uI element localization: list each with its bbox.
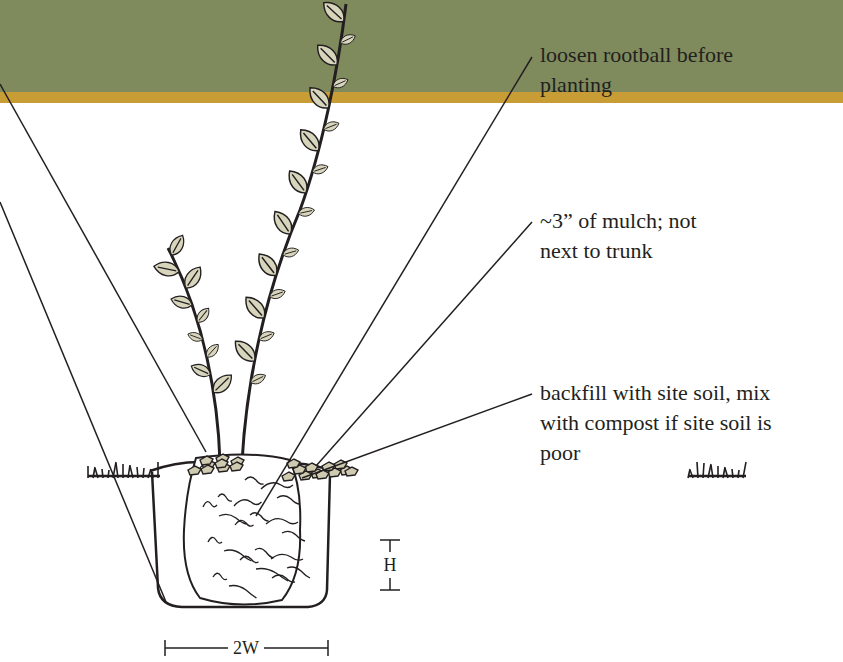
mulch-chunk (282, 472, 295, 481)
rootball (184, 454, 310, 604)
dimension-line (165, 647, 228, 649)
root (229, 586, 257, 599)
leaf (319, 0, 349, 26)
leaf (282, 246, 300, 259)
leader-line (0, 84, 206, 452)
leader-line (256, 57, 532, 516)
root (219, 514, 247, 524)
leader-line (0, 202, 166, 602)
dimension-label: 2W (231, 638, 261, 658)
root (255, 548, 274, 558)
leaf (313, 40, 342, 69)
mulch-chunk (201, 465, 214, 474)
ground-line (88, 475, 160, 478)
root (266, 519, 298, 524)
rootball-outline (184, 454, 300, 604)
leaf (284, 167, 312, 197)
leaf (331, 76, 349, 90)
leaf (254, 250, 282, 280)
header-stripe (0, 92, 843, 103)
grass-tufts (88, 462, 746, 478)
plant-leaves (153, 0, 358, 397)
rootball-roots (198, 466, 310, 598)
mulch-chunk (305, 463, 318, 472)
root (218, 494, 232, 501)
mulch-chunk (200, 456, 213, 465)
leader-line (302, 394, 532, 478)
root (250, 513, 269, 521)
leader-line (316, 222, 532, 466)
root (256, 569, 288, 582)
mulch-chunk (316, 470, 329, 479)
dimension-line (389, 578, 391, 590)
mulch-chunk (188, 466, 201, 475)
leader-lines (0, 57, 532, 602)
leaf (209, 371, 236, 397)
callout-note: backfill with site soil, mix with compos… (540, 378, 790, 468)
root (261, 483, 293, 489)
leaf (298, 206, 316, 218)
leaf (295, 125, 323, 155)
plant-stems (168, 4, 346, 462)
callout-note: ~3” of mulch; not next to trunk (540, 206, 730, 266)
root (282, 531, 305, 541)
leaf (189, 361, 213, 380)
dimension-line (264, 647, 328, 649)
leaf (322, 119, 340, 133)
leaf (169, 293, 193, 310)
leaf (268, 287, 286, 300)
leaf (305, 83, 334, 113)
leaf (203, 341, 221, 360)
leaf (269, 207, 296, 238)
leaf (249, 372, 267, 387)
root (213, 573, 227, 579)
root (208, 537, 222, 543)
root (203, 502, 217, 507)
leaf (153, 260, 181, 278)
root (277, 496, 300, 504)
root (287, 567, 310, 578)
mulch-chunk (230, 462, 243, 471)
callout-note: loosen rootball before planting (540, 40, 740, 100)
dimension-line (389, 540, 391, 552)
root (271, 554, 303, 560)
leaf (241, 293, 270, 323)
dimension-marks (165, 540, 400, 656)
ground-line (688, 475, 746, 478)
leaf (194, 305, 212, 325)
mulch-chunk (215, 459, 228, 468)
mulch-chunk (345, 467, 358, 476)
leaf (257, 329, 275, 343)
root (224, 550, 252, 561)
leaf (181, 263, 206, 291)
dimension-tick (380, 589, 400, 591)
leaf (311, 163, 329, 176)
leaf (230, 336, 259, 365)
root (234, 500, 262, 506)
root (245, 477, 264, 484)
leaf (166, 232, 187, 258)
dimension-label: H (382, 555, 399, 575)
leaf (186, 330, 203, 343)
leaf (339, 32, 357, 47)
